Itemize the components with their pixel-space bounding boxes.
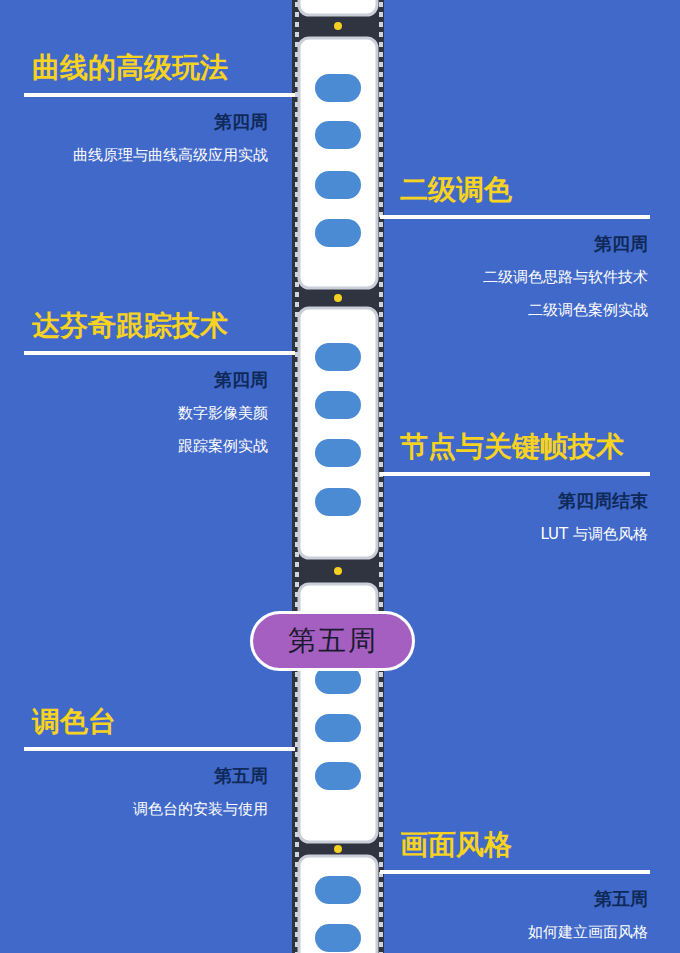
timeline-item: 节点与关键帧技术第四周结束 LUT 与调色风格 bbox=[380, 430, 650, 551]
topic-description: 二级调色案例实战 bbox=[380, 294, 650, 327]
topic-description: 曲线原理与曲线高级应用实战 bbox=[24, 139, 295, 172]
topic-description: LUT 与调色风格 bbox=[380, 518, 650, 551]
week-badge: 第五周 bbox=[250, 611, 415, 671]
topic-heading: 曲线的高级玩法 bbox=[24, 51, 295, 97]
topic-heading: 达芬奇跟踪技术 bbox=[24, 309, 295, 355]
topic-heading: 画面风格 bbox=[380, 828, 650, 874]
timeline-item: 调色台第五周调色台的安装与使用 bbox=[24, 705, 295, 826]
strip-track bbox=[292, 0, 384, 953]
topic-heading: 二级调色 bbox=[380, 173, 650, 219]
frame-ovals bbox=[315, 74, 361, 952]
week-label: 第五周 bbox=[380, 888, 650, 910]
week-label: 第四周 bbox=[24, 111, 295, 133]
topic-description: 跟踪案例实战 bbox=[24, 430, 295, 463]
topic-heading: 节点与关键帧技术 bbox=[380, 430, 650, 476]
topic-description: 调色台的安装与使用 bbox=[24, 793, 295, 826]
topic-description: 如何建立画面风格 bbox=[380, 916, 650, 949]
topic-heading: 调色台 bbox=[24, 705, 295, 751]
timeline-item: 曲线的高级玩法第四周曲线原理与曲线高级应用实战 bbox=[24, 51, 295, 172]
topic-description: 二级调色思路与软件技术 bbox=[380, 261, 650, 294]
week-label: 第四周 bbox=[24, 369, 295, 391]
week-label: 第四周结束 bbox=[380, 490, 650, 512]
week-label: 第五周 bbox=[24, 765, 295, 787]
film-frames bbox=[299, 0, 377, 953]
badge-text: 第五周 bbox=[288, 624, 378, 658]
timeline-item: 达芬奇跟踪技术第四周数字影像美颜跟踪案例实战 bbox=[24, 309, 295, 463]
topic-description: 数字影像美颜 bbox=[24, 397, 295, 430]
timeline-item: 二级调色第四周二级调色思路与软件技术二级调色案例实战 bbox=[380, 173, 650, 327]
sprocket-holes bbox=[378, 0, 384, 953]
week-label: 第四周 bbox=[380, 233, 650, 255]
timeline-item: 画面风格第五周如何建立画面风格 bbox=[380, 828, 650, 949]
